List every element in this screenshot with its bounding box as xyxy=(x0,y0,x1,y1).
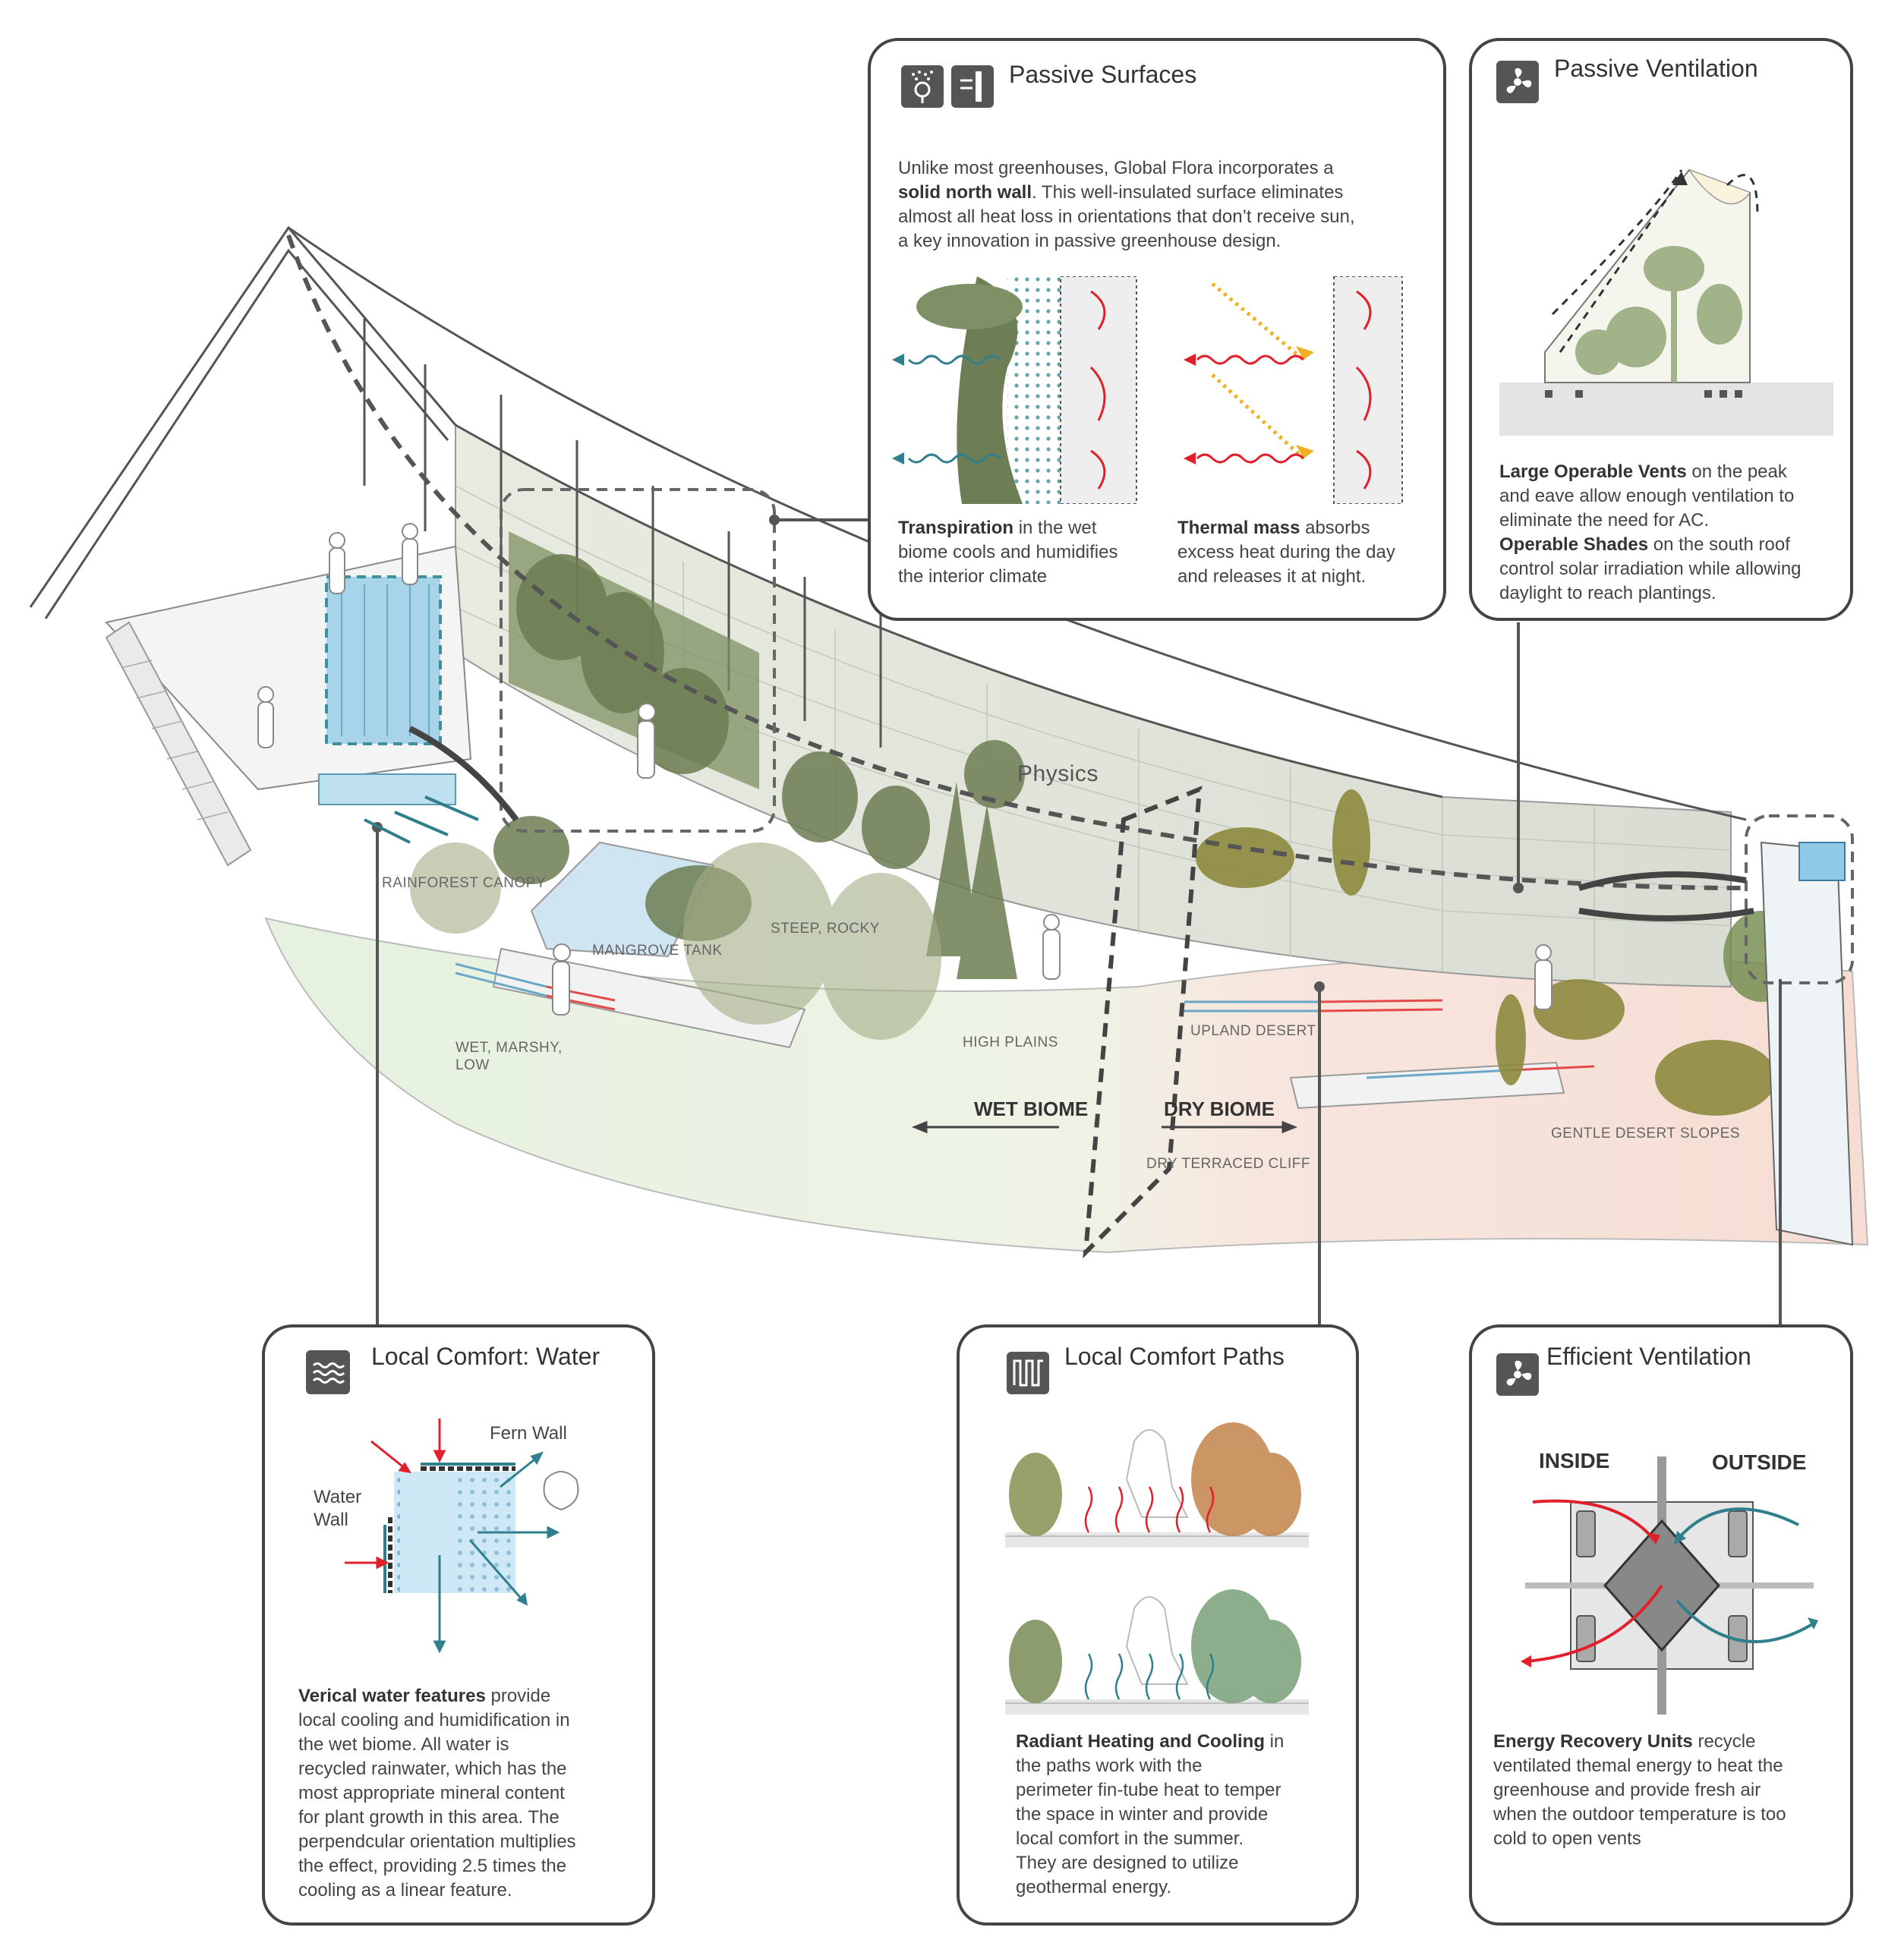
local-comfort-water-panel: Local Comfort: Water Fern Wall Water Wal… xyxy=(262,1324,655,1926)
water-fern-wall-diagram xyxy=(345,1419,579,1654)
wet-biome-label: WET BIOME xyxy=(974,1097,1089,1120)
passive-ventilation-panel: Passive Ventilation Large Operable Vents… xyxy=(1469,38,1853,621)
local-comfort-paths-caption: Radiant Heating and Cooling in the paths… xyxy=(1016,1731,1285,1897)
zone-gentle-desert-slopes: GENTLE DESERT SLOPES xyxy=(1551,1126,1740,1142)
zone-high-plains: HIGH PLAINS xyxy=(963,1034,1058,1050)
fan-icon xyxy=(1496,61,1539,103)
passive-surfaces-panel: Passive Surfaces Unlike most greenhouses… xyxy=(868,38,1446,621)
plant-transpiration-icon xyxy=(901,65,944,108)
zone-steep-rocky: STEEP, ROCKY xyxy=(771,921,880,937)
radiant-heating-diagram xyxy=(1005,1422,1309,1548)
transpiration-caption: Transpiration in the wet biome cools and… xyxy=(898,518,1118,587)
zone-upland-desert: UPLAND DESERT xyxy=(1190,1023,1316,1039)
dry-biome-label: DRY BIOME xyxy=(1164,1097,1275,1120)
passive-ventilation-caption: Large Operable Vents on the peak and eav… xyxy=(1499,461,1802,603)
efficient-ventilation-title: Efficient Ventilation xyxy=(1546,1343,1751,1370)
passive-surfaces-intro: Unlike most greenhouses, Global Flora in… xyxy=(898,158,1355,251)
local-comfort-water-caption: Verical water features provide local coo… xyxy=(298,1686,576,1900)
efficient-ventilation-panel: Efficient Ventilation INSIDE OUTSIDE Ene… xyxy=(1469,1324,1853,1926)
thermal-mass-diagram xyxy=(1184,276,1403,504)
zone-wet-marshy-low-2: LOW xyxy=(456,1057,490,1073)
local-comfort-paths-panel: Local Comfort Paths Radiant Heating and … xyxy=(957,1324,1359,1926)
thermal-mass-caption: Thermal mass absorbs excess heat during … xyxy=(1177,518,1395,587)
zone-physics: Physics xyxy=(1017,761,1099,786)
zone-wet-marshy-low-1: WET, MARSHY, xyxy=(456,1040,563,1056)
local-comfort-paths-title: Local Comfort Paths xyxy=(1064,1343,1285,1370)
stair xyxy=(105,621,252,867)
water-wall-label-2: Wall xyxy=(314,1510,348,1530)
passive-surfaces-title: Passive Surfaces xyxy=(1009,61,1197,88)
zone-rainforest-canopy: RAINFOREST CANOPY xyxy=(382,875,547,891)
efficient-ventilation-caption: Energy Recovery Units recycle ventilated… xyxy=(1493,1731,1786,1849)
thermal-wall-icon xyxy=(951,65,994,108)
passive-ventilation-title: Passive Ventilation xyxy=(1554,55,1758,82)
radiant-cooling-diagram xyxy=(1005,1589,1309,1715)
east-entry xyxy=(1760,841,1854,1246)
water-wall-label-1: Water xyxy=(314,1487,362,1507)
inside-label: INSIDE xyxy=(1539,1449,1610,1472)
water-basin xyxy=(318,773,456,805)
zone-mangrove-tank: MANGROVE TANK xyxy=(592,943,723,959)
local-comfort-water-title: Local Comfort: Water xyxy=(371,1343,601,1370)
zone-dry-terraced-cliff: DRY TERRACED CLIFF xyxy=(1146,1156,1310,1172)
ventilation-section-drawing xyxy=(1499,168,1833,436)
radiant-coil-icon xyxy=(1007,1352,1049,1394)
water-wall xyxy=(325,575,442,745)
fan-icon xyxy=(1496,1353,1539,1396)
water-waves-icon xyxy=(306,1350,350,1394)
fern-wall-label: Fern Wall xyxy=(490,1423,567,1444)
transpiration-diagram xyxy=(892,276,1137,504)
outside-label: OUTSIDE xyxy=(1712,1450,1807,1474)
energy-recovery-unit-diagram xyxy=(1521,1456,1818,1715)
